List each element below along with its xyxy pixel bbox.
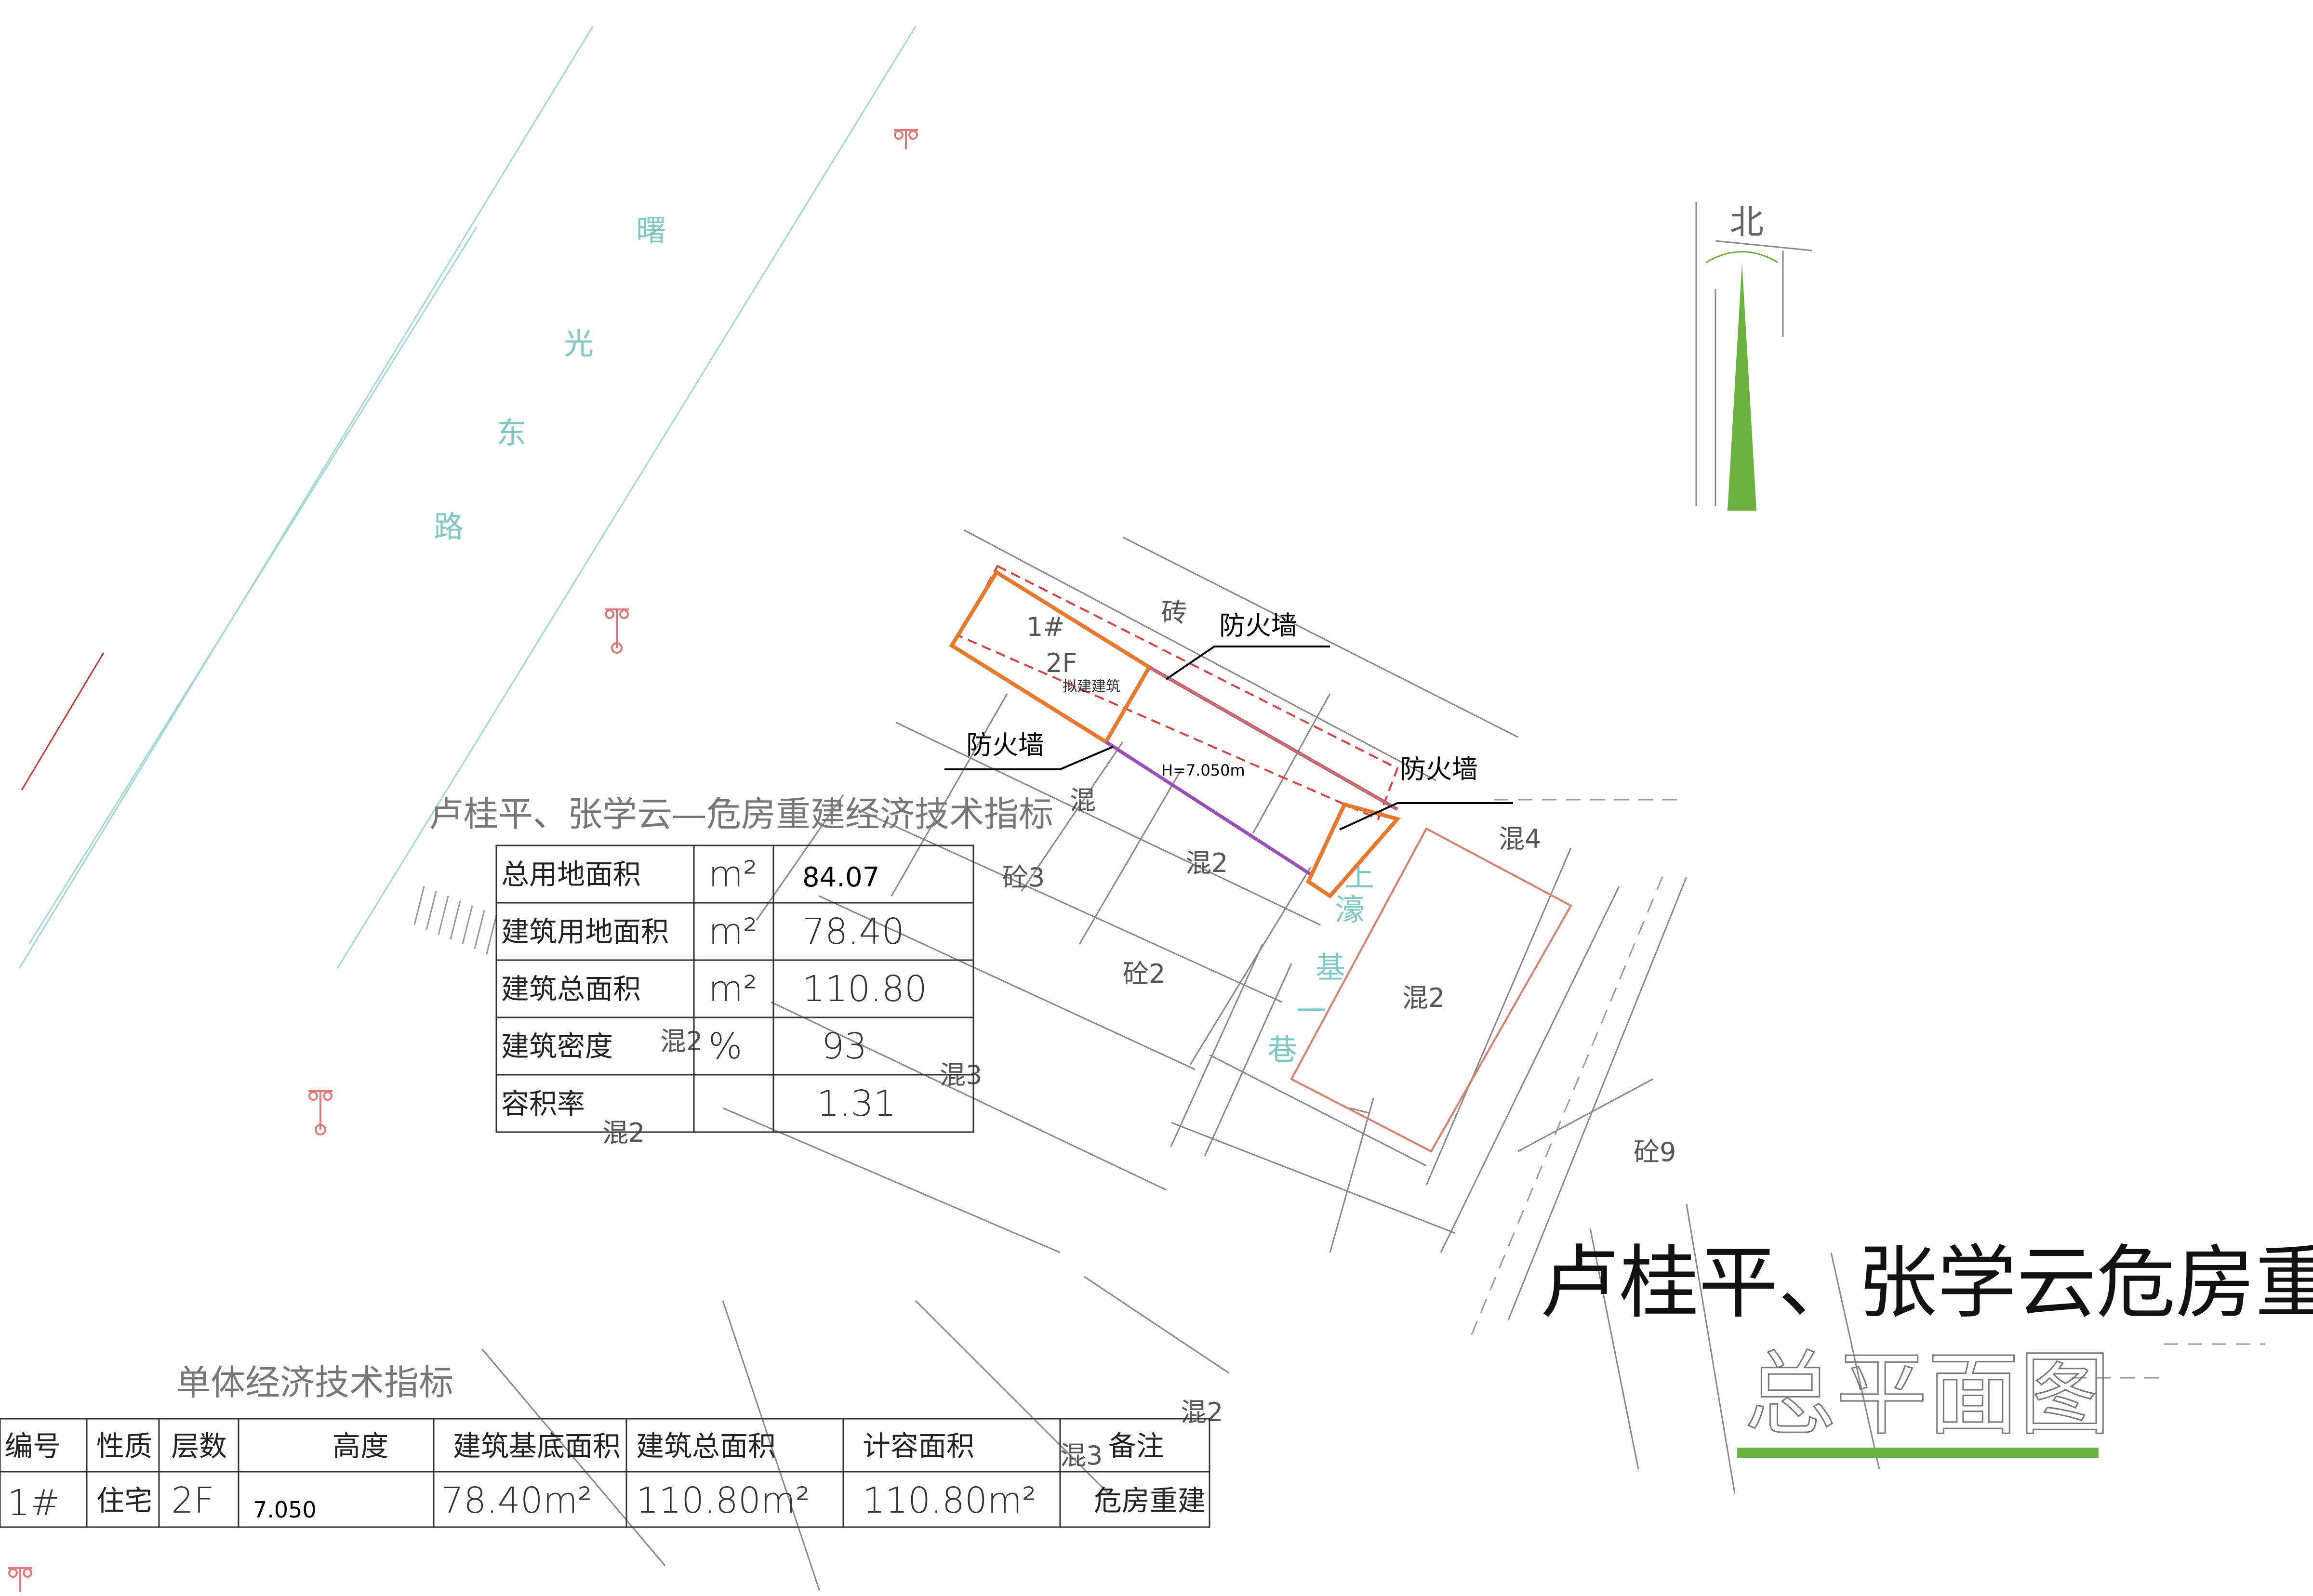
- firewall-label: 防火墙: [1400, 754, 1478, 784]
- indicator-name: 容积率: [501, 1087, 585, 1120]
- indicator-value: 1.31: [817, 1083, 896, 1124]
- road-name: 曙 光 东 路: [434, 213, 666, 544]
- indicator-table-title: 卢桂平、张学云—危房重建经济技术指标: [429, 794, 1053, 834]
- neighbor-lot-outline: [1290, 827, 1572, 1153]
- block-labels: 砖 混2 砼2 砼3 混2 混4 砼9 混2 混3 混2 混3 混2 混: [602, 597, 1676, 1471]
- red-edge-line: [21, 652, 105, 791]
- surrounding-buildings: [481, 202, 1880, 1590]
- alley-char-4: 一: [1296, 993, 1326, 1029]
- indicator-name: 建筑密度: [501, 1030, 613, 1063]
- drawing-main-title: 卢桂平、张学云危房重建: [1540, 1237, 2313, 1329]
- north-label: 北: [1730, 202, 1764, 242]
- unit-table-cell: 78.40m²: [441, 1480, 592, 1521]
- block-label: 混2: [1185, 848, 1228, 878]
- unit-table-header: 高度: [332, 1430, 388, 1463]
- indicator-value: 110.80: [802, 968, 927, 1010]
- indicator-unit: %: [708, 1026, 742, 1067]
- block-label: 混2: [1181, 1397, 1223, 1427]
- block-label: 砖: [1161, 597, 1187, 628]
- lamp-icon: [8, 129, 918, 1592]
- firewall-line-bottom: [1105, 740, 1312, 876]
- block-label: 混: [1070, 785, 1096, 816]
- unit-table-cell: 7.050: [253, 1497, 317, 1523]
- building-note: 拟建建筑: [1063, 678, 1120, 695]
- unit-table-header: 性质: [96, 1430, 152, 1463]
- drawing-subtitle: 总平面图: [1744, 1341, 2111, 1448]
- building-floors: 2F: [1046, 648, 1077, 678]
- building-red-dashed-outline: [957, 565, 1399, 820]
- indicator-value: 93: [822, 1026, 867, 1067]
- indicator-name: 总用地面积: [501, 858, 641, 891]
- north-arrow: 北: [1705, 202, 1779, 511]
- block-label: 砼3: [1002, 862, 1045, 893]
- proposed-building: 1# 2F 拟建建筑 H=7.050m: [949, 565, 1401, 899]
- unit-table-cell: 危房重建: [1094, 1484, 1206, 1517]
- unit-table-cell: 2F: [171, 1480, 214, 1521]
- indicator-name: 建筑总面积: [501, 973, 641, 1005]
- building-height: H=7.050m: [1161, 761, 1245, 779]
- unit-table-cell: 110.80m²: [636, 1480, 810, 1521]
- indicator-unit: m²: [708, 854, 758, 895]
- unit-table-header: 建筑总面积: [636, 1430, 776, 1463]
- unit-table-header: 计容面积: [863, 1430, 974, 1463]
- unit-table-title: 单体经济技术指标: [176, 1362, 453, 1403]
- unit-table-header: 备注: [1108, 1430, 1164, 1463]
- alley-char-2: 濠: [1335, 892, 1365, 927]
- building-rear-outline: [1305, 802, 1401, 899]
- block-label: 混2: [660, 1026, 703, 1056]
- firewall-callouts: [944, 646, 1513, 831]
- block-label: 混4: [1499, 824, 1541, 854]
- unit-table-cell: 住宅: [96, 1484, 152, 1517]
- indicator-value: 78.40: [802, 911, 904, 952]
- building-number: 1#: [1026, 612, 1065, 642]
- unit-table-header: 建筑基底面积: [453, 1430, 621, 1463]
- crosswalk: [413, 886, 497, 954]
- firewall-label: 防火墙: [966, 730, 1044, 760]
- indicator-unit: m²: [708, 968, 758, 1010]
- unit-table-cell: 110.80m²: [863, 1480, 1037, 1521]
- unit-table-header: 编号: [5, 1430, 61, 1463]
- block-label: 混3: [1060, 1440, 1103, 1471]
- alley-char-3: 基: [1316, 950, 1345, 985]
- indicator-name: 建筑用地面积: [501, 915, 669, 948]
- firewall-label: 防火墙: [1219, 610, 1297, 641]
- drawing-title: 卢桂平、张学云危房重建 总平面图: [1540, 1237, 2313, 1458]
- block-label: 砼2: [1123, 959, 1165, 989]
- road-char-4: 路: [434, 509, 464, 544]
- dashed-lines: [1469, 799, 2265, 1379]
- road-lines: [18, 26, 917, 969]
- block-label: 砼9: [1634, 1137, 1676, 1167]
- block-label: 混2: [1402, 983, 1445, 1013]
- road-char-3: 东: [496, 415, 526, 450]
- unit-table-header: 层数: [171, 1430, 227, 1463]
- indicator-table: 卢桂平、张学云—危房重建经济技术指标 总用地面积 建筑用地面积 建筑总面积 建筑…: [429, 794, 1053, 1133]
- road-char-1: 曙: [636, 213, 666, 248]
- road-char-2: 光: [564, 326, 594, 361]
- unit-table: 单体经济技术指标 编号 性质 层数 高度 建筑基底面积 建筑总面积 计容面积 备…: [0, 1362, 1210, 1528]
- unit-table-cell: 1#: [7, 1482, 60, 1524]
- alley-char-5: 巷: [1267, 1032, 1297, 1067]
- north-arrow-icon: [1728, 263, 1756, 511]
- indicator-value: 84.07: [802, 862, 879, 893]
- title-underline: [1737, 1448, 2099, 1458]
- indicator-unit: m²: [708, 911, 758, 952]
